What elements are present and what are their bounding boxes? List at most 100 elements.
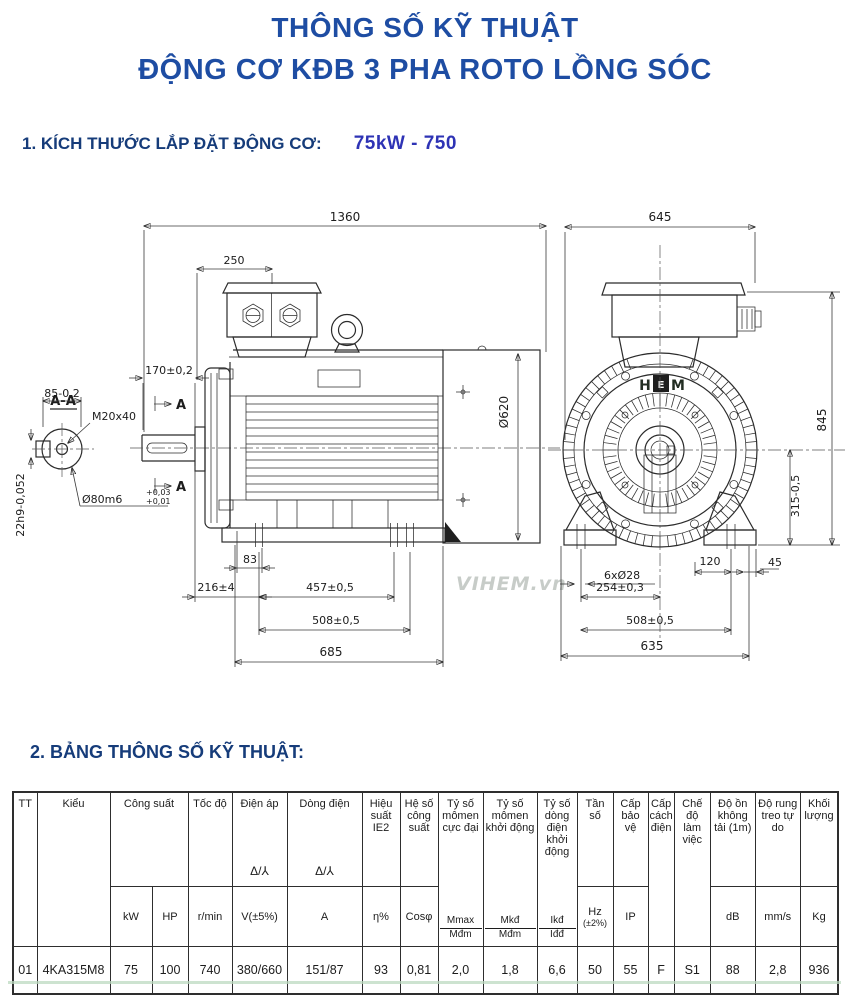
watermark: VIHEM.vn <box>456 573 567 595</box>
dim-315: 315-0,5 <box>789 475 802 517</box>
delta-wye-symbol: Δ/⅄ <box>250 864 269 878</box>
unit-kg: Kg <box>799 886 839 947</box>
delta-wye-symbol: Δ/⅄ <box>315 864 334 878</box>
dien-ap-label: Điện áp <box>240 798 279 810</box>
unit-kw: kW <box>109 886 153 947</box>
unit-db: dB <box>709 886 756 947</box>
dong-dien-label: Dòng điện <box>299 798 350 810</box>
unit-a: A <box>286 886 363 947</box>
hem-logo: H E M <box>639 375 685 394</box>
scan-artifact-line <box>8 981 841 984</box>
hz-label: Hz <box>588 905 602 918</box>
motor-side-view <box>130 282 560 547</box>
cell-model: 4KA315M8 <box>36 946 111 995</box>
col-cap-cach-dien: Cấp cách điện <box>647 791 675 947</box>
col-he-so: Hệ số công suất <box>399 791 439 887</box>
dim-254: 254±0,3 <box>596 581 644 594</box>
dim-shaft-tol-bot: +0,01 <box>146 497 171 506</box>
col-dong-dien: Dòng điện Δ/⅄ <box>286 791 363 887</box>
cell-cos: 0,81 <box>399 946 439 995</box>
dim-508-side: 508±0,5 <box>312 614 360 627</box>
logo-m: M <box>671 378 685 394</box>
terminal-box-front <box>601 282 762 368</box>
hz-tolerance: (±2%) <box>583 917 607 928</box>
dim-45: 45 <box>768 556 782 569</box>
col-do-on: Độ ồn không tải (1m) <box>709 791 756 887</box>
motor-front-view: H E M <box>548 245 845 640</box>
dim-508-front: 508±0,5 <box>626 614 674 627</box>
cell-hz: 50 <box>576 946 614 995</box>
dim-645: 645 <box>649 210 672 224</box>
col-che-do: Chế độ làm việc <box>673 791 711 947</box>
terminal-box-side <box>222 282 322 358</box>
cell-mkd: 1,8 <box>482 946 538 995</box>
dim-6x28: 6xØ28 <box>604 569 640 582</box>
dim-1360: 1360 <box>330 210 361 224</box>
cell-mmax: 2,0 <box>437 946 484 995</box>
unit-cos: Cosφ <box>399 886 439 947</box>
dim-845: 845 <box>815 409 829 432</box>
col-cong-suat: Công suất <box>109 791 189 887</box>
col-tan-so: Tần số <box>576 791 614 887</box>
cell-db: 88 <box>709 946 756 995</box>
col-do-rung: Độ rung treo tự do <box>754 791 801 887</box>
dim-170: 170±0,2 <box>145 364 193 377</box>
section1-row: 1. KÍCH THƯỚC LẮP ĐẶT ĐỘNG CƠ: 75kW - 75… <box>22 133 457 155</box>
dim-685: 685 <box>320 645 343 659</box>
cell-kg: 936 <box>799 946 839 995</box>
col-cap-bao-ve: Cấp bảo vệ <box>612 791 649 887</box>
col-tt: TT <box>12 791 38 947</box>
dim-635: 635 <box>641 639 664 653</box>
unit-eta: η% <box>361 886 401 947</box>
col-dien-ap: Điện áp Δ/⅄ <box>231 791 288 887</box>
cell-rpm: 740 <box>187 946 233 995</box>
logo-h: H <box>639 378 651 394</box>
cell-insulation: F <box>647 946 675 995</box>
ty-so-dong-kd-label: Tỷ số dòng điện khởi động <box>543 798 571 858</box>
dim-thread: M20x40 <box>92 410 136 423</box>
side-view-dimensions: 1360 250 170±0,2 A A Ø620 83 <box>129 210 546 667</box>
unit-hp: HP <box>151 886 189 947</box>
section-marker-a-bottom: A <box>176 480 186 495</box>
unit-rpm: r/min <box>187 886 233 947</box>
dim-85: 85-0,2 <box>44 387 79 400</box>
cell-eta: 93 <box>361 946 401 995</box>
section2-heading: 2. BẢNG THÔNG SỐ KỸ THUẬT: <box>30 742 305 762</box>
front-view-dimensions: 645 845 315-0,5 6xØ28 120 45 254±0,3 <box>560 210 840 661</box>
mounting-feet <box>563 491 757 549</box>
cell-v: 380/660 <box>231 946 288 995</box>
ty-so-momen-kd-label: Tỷ số mômen khởi động <box>485 798 535 834</box>
section1-heading: 1. KÍCH THƯỚC LẮP ĐẶT ĐỘNG CƠ: <box>22 134 322 153</box>
logo-e: E <box>658 380 665 391</box>
unit-hz: Hz (±2%) <box>576 886 614 947</box>
unit-ip: IP <box>612 886 649 947</box>
dim-250: 250 <box>224 254 245 267</box>
cell-duty: S1 <box>673 946 711 995</box>
dim-83: 83 <box>243 553 257 566</box>
cowl-bolt-marks <box>456 385 470 507</box>
col-khoi-luong: Khối lượng <box>799 791 839 887</box>
ty-so-momen-max-label: Tỷ số mômen cực đại <box>442 798 479 834</box>
cell-hp: 100 <box>151 946 189 995</box>
cell-ip: 55 <box>612 946 649 995</box>
dim-620: Ø620 <box>497 396 511 428</box>
dim-shaft-dia: Ø80m6 <box>82 493 122 506</box>
col-toc-do: Tốc độ <box>187 791 233 887</box>
dim-120: 120 <box>700 555 721 568</box>
col-hieu-suat: Hiệu suất IE2 <box>361 791 401 887</box>
dim-key-width: 22h9-0,052 <box>14 473 27 536</box>
cell-vib: 2,8 <box>754 946 801 995</box>
lifting-eye <box>330 313 364 353</box>
section-marker-a-top: A <box>176 398 186 413</box>
cell-tt: 01 <box>12 946 38 995</box>
spec-table: TT Kiểu Công suất Tốc độ Điện áp Δ/⅄ Dòn… <box>12 791 840 995</box>
unit-mms: mm/s <box>754 886 801 947</box>
fin-ring-ticks <box>563 358 757 547</box>
